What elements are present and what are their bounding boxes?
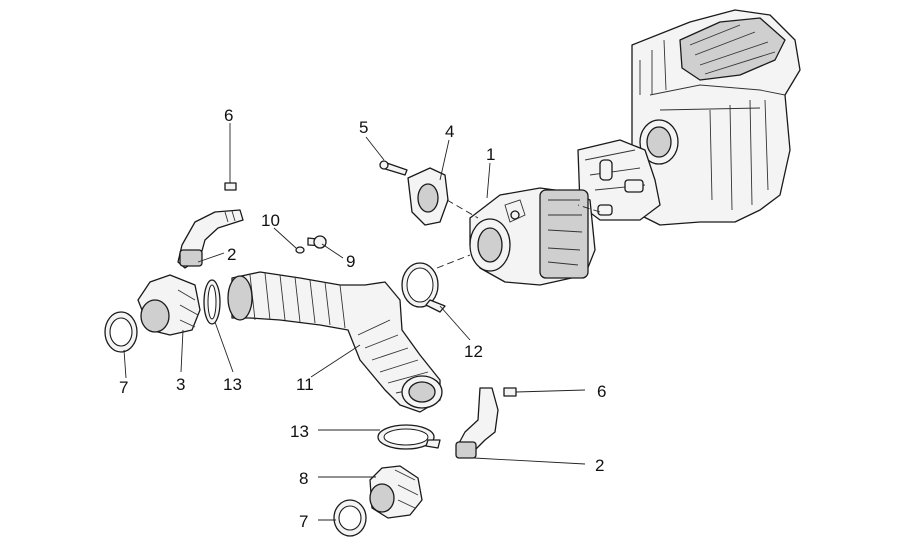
screw-6-top: [224, 182, 237, 191]
callout-11: 11: [296, 375, 314, 394]
callout-5: 5: [359, 118, 368, 137]
o-ring-7-left: [104, 311, 138, 353]
leader-lines: [123, 123, 586, 521]
washer-10: [295, 246, 305, 254]
callout-7-bottom: 7: [299, 512, 308, 531]
clamp-12: [401, 262, 446, 313]
callout-2-top: 2: [227, 245, 236, 264]
callout-12: 12: [464, 342, 483, 361]
callout-labels: 1 2 2 3 4 5 6 6 7 7 8 9 10 11 12 13 13: [119, 106, 606, 531]
o-ring-7-bottom: [333, 499, 367, 537]
intake-manifold-8: [369, 465, 423, 519]
assembly-lines: [436, 199, 601, 269]
screw-6-bottom: [503, 387, 517, 397]
intake-hose-11: [227, 271, 443, 413]
screw-5: [379, 160, 408, 176]
callout-7-left: 7: [119, 378, 128, 397]
callout-9: 9: [346, 252, 355, 271]
callout-10: 10: [261, 211, 280, 230]
callout-13-upper: 13: [223, 375, 242, 394]
intake-manifold-3: [137, 274, 201, 336]
injector-2-bottom: [455, 387, 499, 459]
callout-4: 4: [445, 122, 454, 141]
injector-2-top: [177, 209, 244, 269]
clamp-13-upper: [203, 279, 221, 325]
callout-13-lower: 13: [290, 422, 309, 441]
throttle-body: [469, 187, 596, 286]
throttle-flange: [407, 167, 449, 226]
callout-2-bottom: 2: [595, 456, 604, 475]
callout-8: 8: [299, 469, 308, 488]
callout-6-top: 6: [224, 106, 233, 125]
screw-9: [307, 235, 327, 249]
callout-1: 1: [486, 145, 495, 164]
callout-3: 3: [176, 375, 185, 394]
callout-6-bottom: 6: [597, 382, 606, 401]
clamp-13-lower: [377, 424, 441, 450]
air-box: [577, 9, 801, 226]
